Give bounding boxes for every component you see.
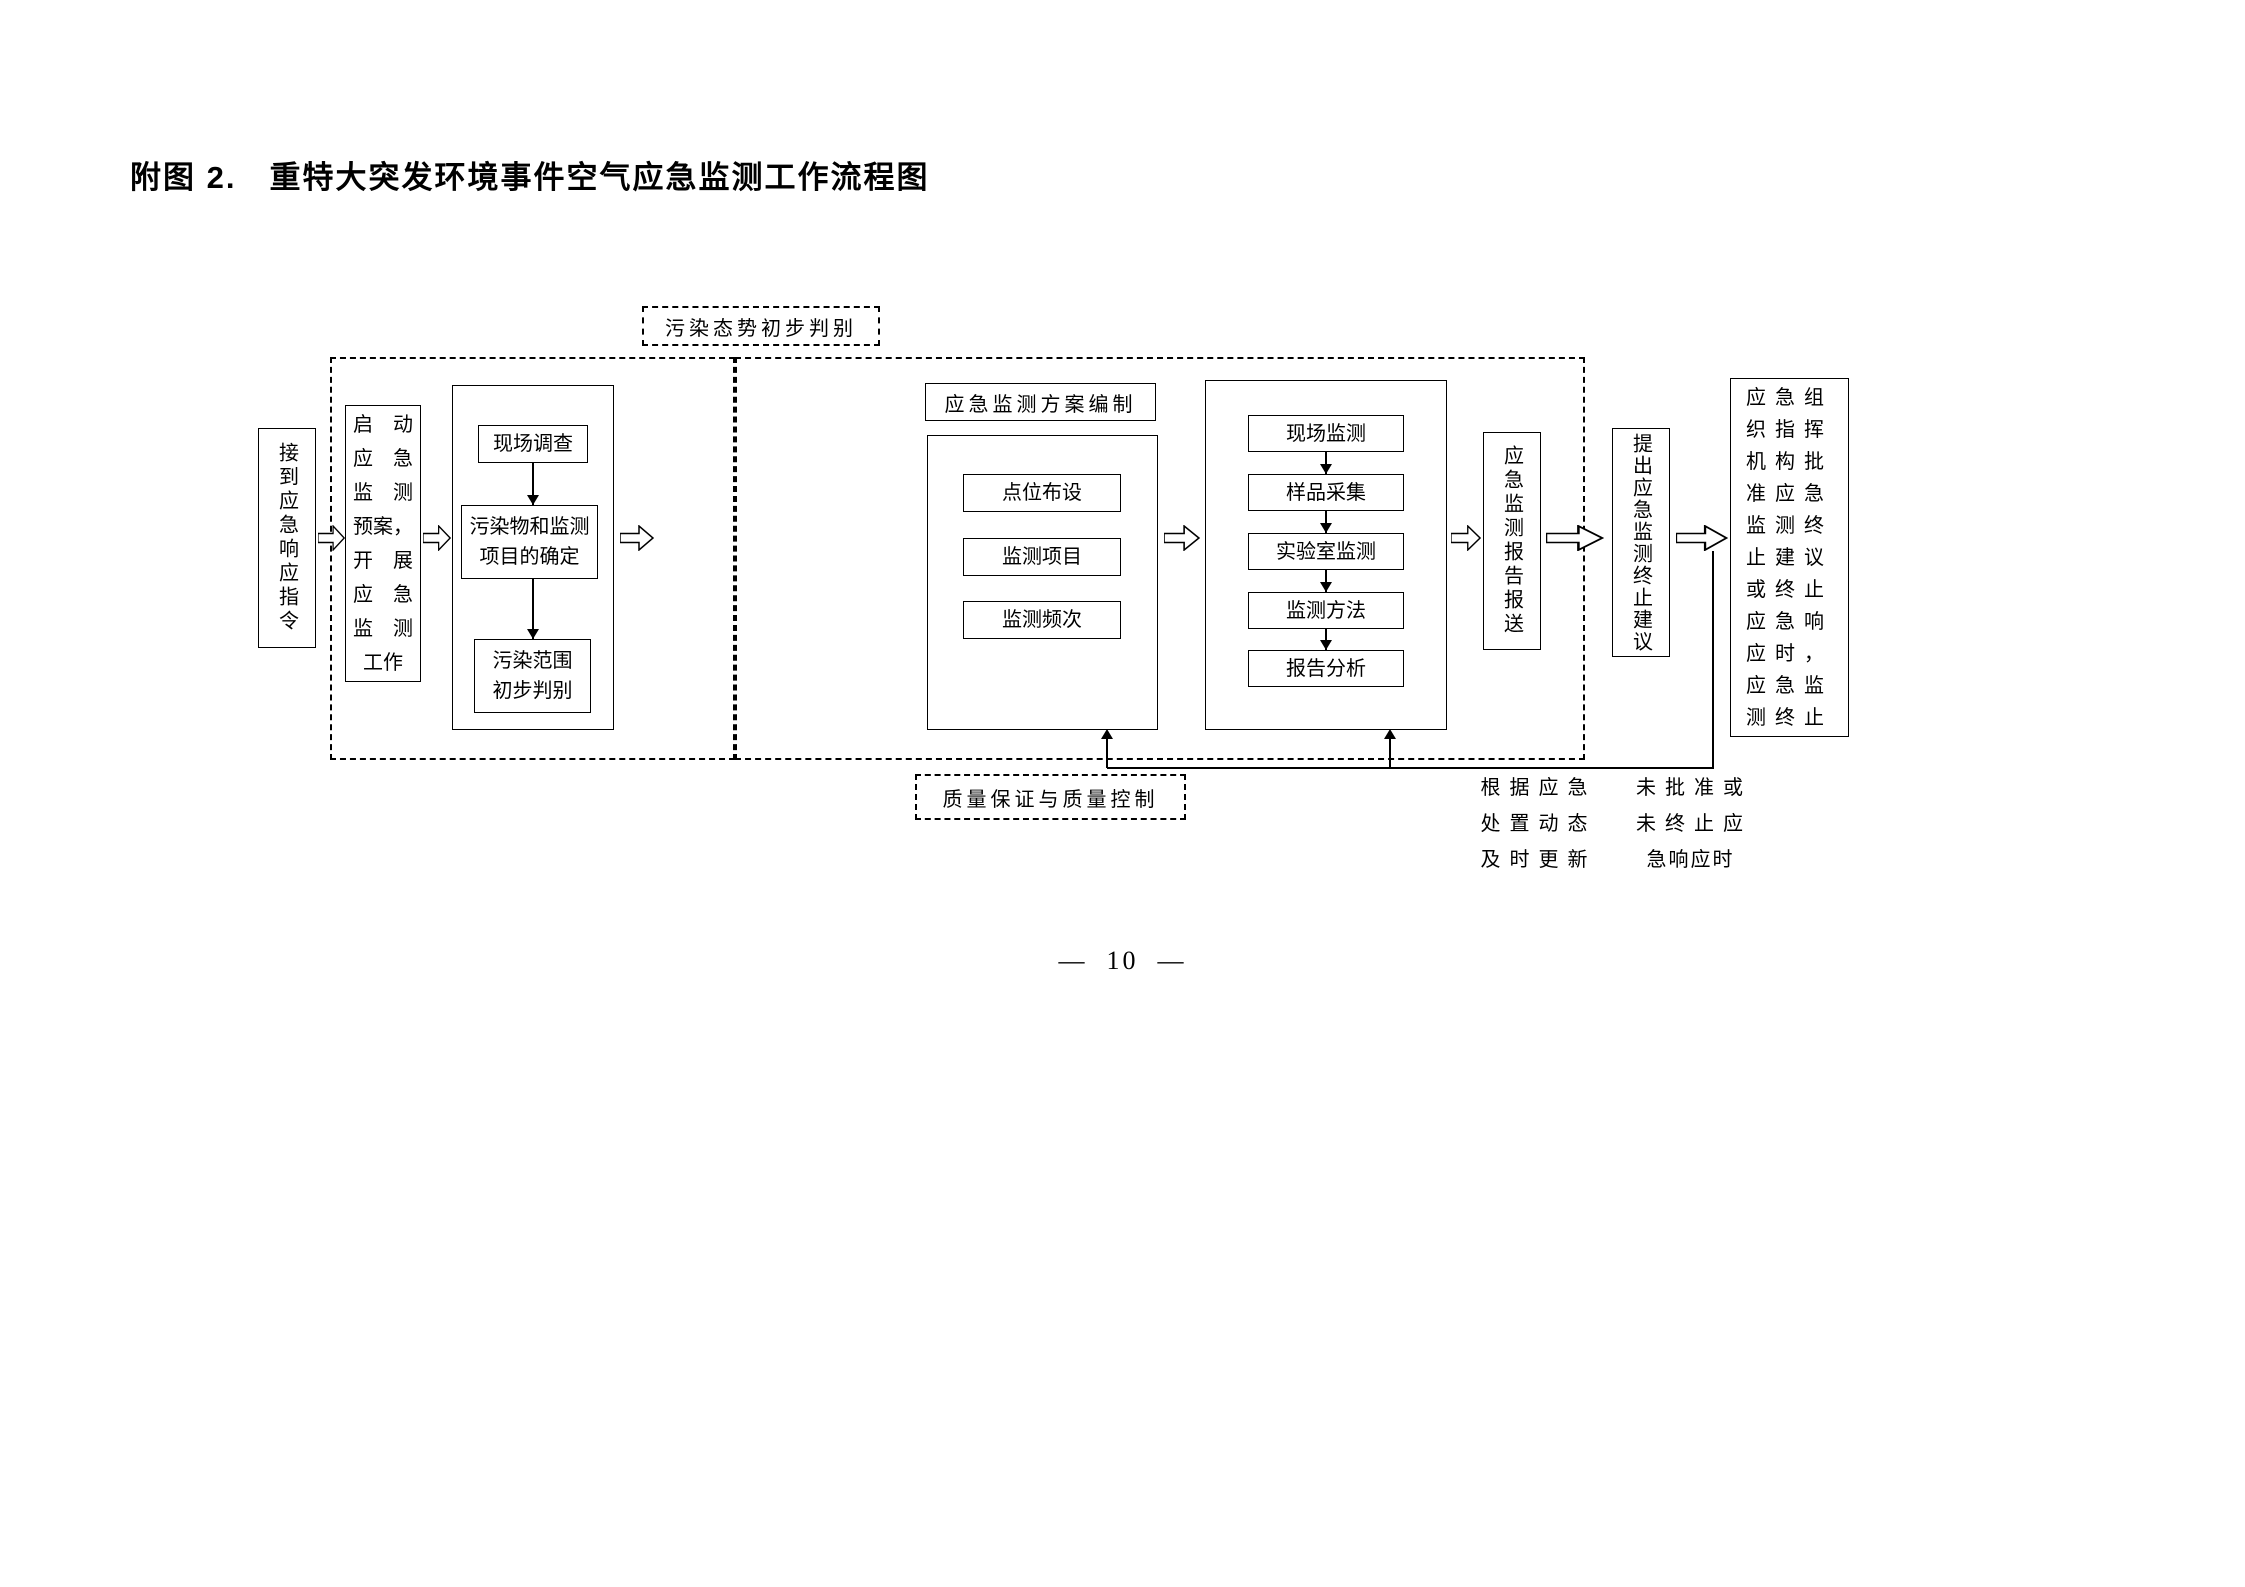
flow-arrow-right-icon [620,525,654,551]
block-arrow-shape [423,525,451,551]
figure-title: 附图 2. 重特大突发环境事件空气应急监测工作流程图 [130,160,930,195]
node-report-submission: 应急监测报告报送 [1483,432,1541,650]
node-label: 提出应急监测终止建议 [1629,432,1652,653]
flow-arrow-right-icon [1451,525,1481,551]
label-qa-qc: 质量保证与质量控制 [915,774,1186,820]
group-monitoring-plan [927,435,1158,730]
arrow-down-icon [527,579,539,639]
flow-arrow-right-icon [1676,525,1728,551]
annotation-update-per-response: 根 据 应 急 处 置 动 态 及 时 更 新 [1480,777,1590,871]
block-arrow-shape [620,525,654,551]
dashed-region-qa-qc [735,357,1585,760]
node-termination-suggestion: 提出应急监测终止建议 [1612,428,1670,657]
block-arrow-shape [1451,525,1481,551]
label-text: 质量保证与质量控制 [942,788,1159,811]
flow-arrow-right-icon [423,525,451,551]
block-arrow-shape [1676,525,1728,551]
page-number: — 10 — [1058,946,1187,975]
node-start-monitoring: 启 动 应 急 监 测 预案， 开 展 应 急 监 测 工作 [345,405,421,682]
node-lab-monitoring: 实验室监测 [1248,533,1404,570]
node-site-monitoring: 现场监测 [1248,415,1404,452]
node-label: 应急监测报告报送 [1500,445,1523,637]
feedback-horizontal-line [1107,767,1714,769]
block-arrow-shape [318,525,345,551]
node-report-analysis: 报告分析 [1248,650,1404,687]
arrow-up-icon [1384,729,1396,739]
node-pollutant-determination: 污染物和监测 项目的确定 [461,505,598,579]
node-monitoring-items: 监测项目 [963,538,1121,576]
node-final-termination: 应急组 织指挥 机构批 准应急 监测终 止建议 或终止 应急响 应时， 应急监 … [1730,378,1849,737]
block-arrow-shape [1546,525,1604,551]
arrow-down-icon [1320,570,1332,592]
label-text: 应急监测方案编制 [944,393,1137,416]
arrow-down-icon [1320,452,1332,474]
group-monitoring-execution [1205,380,1447,730]
label-text: 污染态势初步判别 [665,317,857,340]
node-sample-collection: 样品采集 [1248,474,1404,511]
flow-arrow-right-icon [1164,525,1200,551]
node-receive-order: 接到应急响应指令 [258,428,316,648]
node-monitoring-method: 监测方法 [1248,592,1404,629]
label-pollution-assessment: 污染态势初步判别 [642,306,880,346]
flow-arrow-right-icon [318,525,345,551]
label-plan-preparation: 应急监测方案编制 [925,383,1156,421]
node-pollution-scope: 污染范围 初步判别 [474,639,591,713]
arrow-down-icon [1320,629,1332,650]
annotation-not-approved: 未 批 准 或 未 终 止 应 急响应时 [1636,777,1745,871]
flow-arrow-right-icon [1546,525,1604,551]
node-point-layout: 点位布设 [963,474,1121,512]
arrow-down-icon [1320,511,1332,533]
group-initial-survey [452,385,614,730]
arrow-up-icon [1101,729,1113,739]
block-arrow-shape [1164,525,1200,551]
feedback-stub-monitoring [1389,738,1391,768]
feedback-vertical-line [1712,551,1714,769]
node-label: 接到应急响应指令 [275,442,298,634]
feedback-stub-plan [1106,738,1108,768]
arrow-down-icon [527,463,539,505]
dashed-region-pollution-assessment [330,357,735,760]
node-monitoring-frequency: 监测频次 [963,601,1121,639]
node-site-survey: 现场调查 [478,425,588,463]
